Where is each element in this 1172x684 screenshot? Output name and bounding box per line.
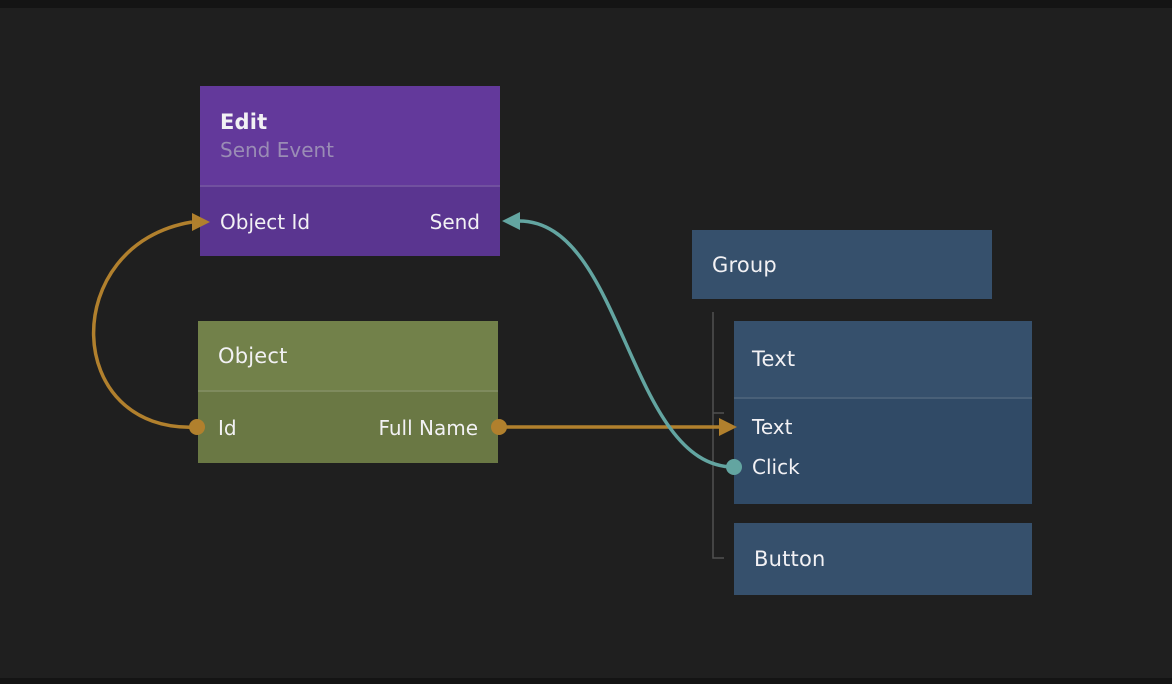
node-edit[interactable]: Edit Send Event Object Id Send <box>200 86 500 256</box>
node-button[interactable]: Button <box>734 523 1032 595</box>
node-edit-ports: Object Id Send <box>200 185 500 256</box>
window-top-edge <box>0 0 1172 8</box>
port-full-name[interactable]: Full Name <box>378 415 478 440</box>
node-text[interactable]: Text Text Click <box>734 321 1032 504</box>
edge-arrowhead-icon <box>502 212 520 230</box>
node-object[interactable]: Object Id Full Name <box>198 321 498 463</box>
node-title: Button <box>754 547 826 571</box>
window-bottom-edge <box>0 678 1172 684</box>
node-text-ports: Text Click <box>734 397 1032 504</box>
node-object-header[interactable]: Object <box>198 321 498 390</box>
node-text-header[interactable]: Text <box>734 321 1032 397</box>
port-object-id[interactable]: Object Id <box>220 209 311 234</box>
node-object-ports: Id Full Name <box>198 390 498 463</box>
node-title: Group <box>712 252 777 277</box>
port-click[interactable]: Click <box>752 455 800 479</box>
node-title: Object <box>218 343 288 368</box>
group-tree-line <box>712 312 724 559</box>
node-edit-header[interactable]: Edit Send Event <box>200 86 500 185</box>
edge-id-to-object-id[interactable] <box>91 213 210 435</box>
node-group[interactable]: Group <box>692 230 992 299</box>
node-title: Edit <box>220 109 268 134</box>
port-send[interactable]: Send <box>429 209 480 234</box>
port-id[interactable]: Id <box>218 415 237 440</box>
port-text[interactable]: Text <box>752 415 793 439</box>
node-title: Text <box>752 347 796 371</box>
edge-path[interactable] <box>91 220 198 429</box>
node-subtitle: Send Event <box>220 137 335 162</box>
edge-full-name-to-text[interactable] <box>491 418 737 436</box>
